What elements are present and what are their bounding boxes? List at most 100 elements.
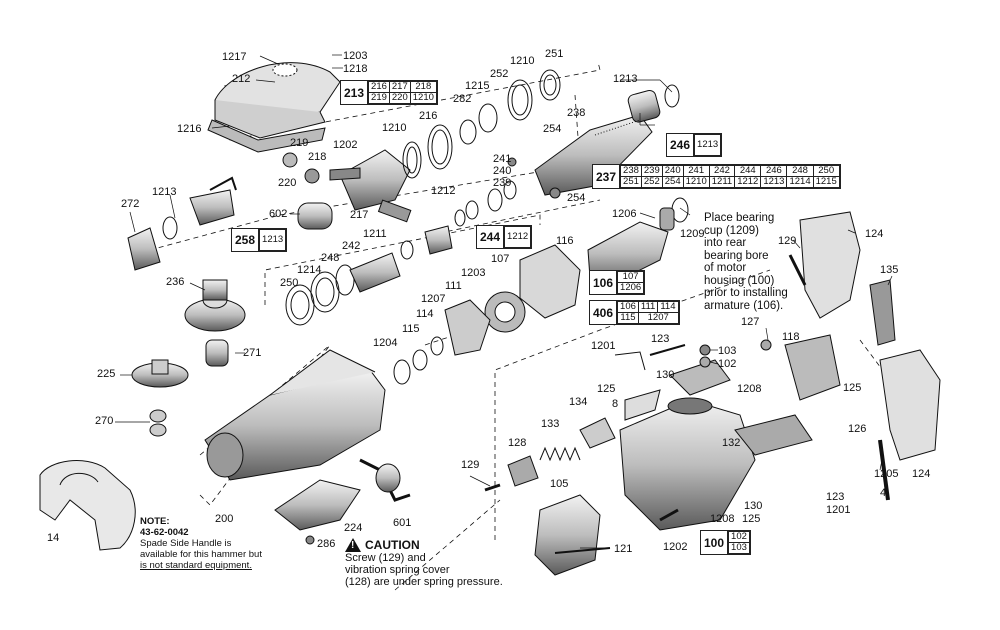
top-cover-part <box>214 62 341 139</box>
part-label: 200 <box>215 513 234 525</box>
handle-half-part-124b <box>879 349 941 461</box>
kit-box-258: 258 1213 <box>231 228 288 252</box>
part-label: 254 <box>567 192 586 204</box>
part-label: 225 <box>97 368 116 380</box>
side-handle-part <box>39 460 136 551</box>
handle-half-part-124 <box>799 211 861 319</box>
motor-housing-part <box>619 397 756 531</box>
gasket-part <box>207 119 326 153</box>
part-label: 1208 <box>710 513 735 525</box>
spring-cover-part <box>507 455 539 487</box>
side-handle-note: NOTE: 43-62-0042 Spade Side Handle is av… <box>140 516 262 571</box>
part-label: 123 <box>826 491 845 503</box>
part-label: 601 <box>393 517 412 529</box>
clutch-part <box>127 227 161 271</box>
part-label: 242 <box>342 240 361 252</box>
part-label: 115 <box>402 323 420 335</box>
leader-lines <box>115 54 893 549</box>
part-label: 1201 <box>826 504 851 516</box>
part-label: 8 <box>612 398 619 410</box>
trigger-part-135 <box>869 279 896 346</box>
part-label: 127 <box>741 316 760 328</box>
switch-part-118 <box>784 334 841 401</box>
part-label: 125 <box>742 513 761 525</box>
brush-holder-part-132 <box>734 414 813 456</box>
part-label: 602 <box>269 208 288 220</box>
part-label: 224 <box>344 522 363 534</box>
field-part-105 <box>534 494 601 576</box>
part-label: 1204 <box>373 337 398 349</box>
part-label: 1203 <box>461 267 486 279</box>
part-label: 1212 <box>431 185 456 197</box>
part-label: 14 <box>47 532 60 544</box>
part-label: 240 <box>493 165 512 177</box>
gear-part-236 <box>184 279 246 332</box>
part-label: 1214 <box>297 264 322 276</box>
cover-plate-part <box>669 359 731 396</box>
part-label: 1206 <box>612 208 637 220</box>
caution-note: CAUTION Screw (129) and vibration spring… <box>345 538 503 588</box>
part-label: 239 <box>493 177 512 189</box>
gear-case-housing-part <box>204 349 386 481</box>
part-label: 271 <box>243 347 262 359</box>
flange-part-116 <box>519 244 581 319</box>
ring-parts <box>162 69 689 385</box>
part-label: 103 <box>718 345 737 357</box>
gear-housing-part <box>339 149 412 223</box>
part-label: 118 <box>782 331 800 343</box>
part-label: 121 <box>614 543 633 555</box>
part-label: 217 <box>350 209 369 221</box>
bushing-part-602 <box>297 202 333 230</box>
part-label: 212 <box>232 73 251 85</box>
part-label: 219 <box>290 137 309 149</box>
warning-icon <box>345 538 361 552</box>
part-label: 1208 <box>737 383 762 395</box>
bearing-instruction-note: Place bearing cup (1209) into rear beari… <box>704 212 788 312</box>
part-label: 132 <box>722 437 741 449</box>
part-label: 125 <box>843 382 862 394</box>
part-label: 254 <box>543 123 562 135</box>
part-label: 133 <box>541 418 560 430</box>
kit-box-106: 106 107 1206 <box>589 270 646 295</box>
kit-box-100: 100 102 103 <box>700 530 751 555</box>
part-label: 105 <box>550 478 569 490</box>
spring-part <box>539 446 581 462</box>
part-label: 107 <box>491 253 510 265</box>
part-label: 124 <box>865 228 884 240</box>
part-label: 248 <box>321 252 340 264</box>
part-label: 1202 <box>333 139 358 151</box>
part-label: 1213 <box>152 186 177 198</box>
cord-part-4 <box>878 439 890 501</box>
part-label: 135 <box>880 264 899 276</box>
part-label: 130 <box>744 500 763 512</box>
part-label: 1201 <box>591 340 616 352</box>
part-label: 1209 <box>680 228 705 240</box>
shaft-part <box>349 252 401 293</box>
part-label: 238 <box>567 107 586 119</box>
part-label: 123 <box>651 333 670 345</box>
part-label: 272 <box>121 198 140 210</box>
part-label: 282 <box>453 93 472 105</box>
part-label: 1215 <box>465 80 490 92</box>
part-label: 114 <box>416 308 434 320</box>
part-label: 220 <box>278 177 297 189</box>
part-label: 1211 <box>363 228 387 240</box>
part-label: 241 <box>493 153 512 165</box>
part-label: 124 <box>912 468 931 480</box>
part-label: 111 <box>445 280 462 292</box>
part-label: 216 <box>419 110 438 122</box>
part-label: 270 <box>95 415 114 427</box>
part-label: 250 <box>280 277 299 289</box>
part-label: 218 <box>308 151 327 163</box>
part-label: 1207 <box>421 293 446 305</box>
armature-part <box>587 207 675 286</box>
part-label: 130 <box>656 369 675 381</box>
cover-part-224 <box>274 479 361 531</box>
part-label: 128 <box>508 437 527 449</box>
part-label: 1203 <box>343 50 368 62</box>
part-label: 134 <box>569 396 588 408</box>
